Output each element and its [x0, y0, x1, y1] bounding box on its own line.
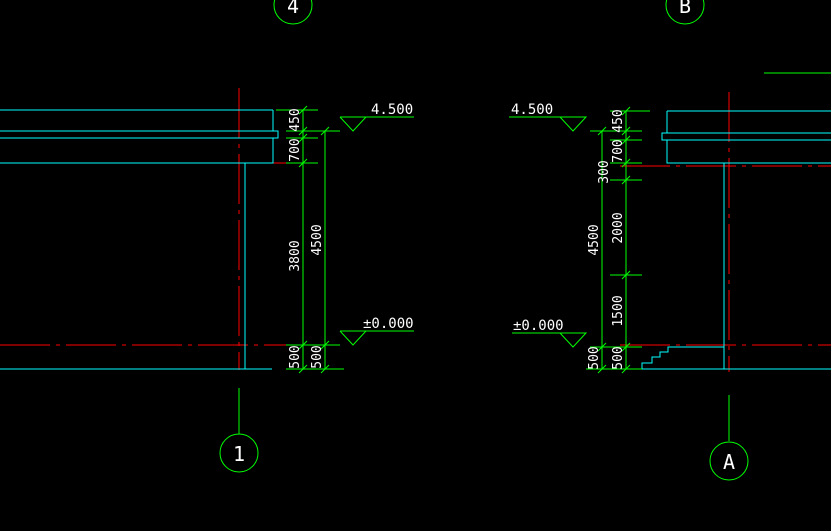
- left-tick-7: [320, 126, 330, 136]
- right-dim-450: 450: [611, 109, 626, 132]
- left-tick-2: [298, 126, 308, 136]
- grid-bubble-labels: 4 B 1 A: [233, 0, 735, 474]
- left-bottom-level-triangle: [339, 330, 368, 346]
- left-tick-3: [298, 133, 308, 143]
- right-top-level-triangle: [559, 116, 588, 132]
- left-top-level-label: 4.500: [371, 102, 413, 118]
- right-dim-500-b: 500: [611, 346, 626, 369]
- right-dimension-lines: [586, 106, 650, 374]
- right-tick-5: [621, 126, 631, 136]
- right-level-symbols: [509, 116, 588, 348]
- left-level-symbols: [339, 116, 414, 346]
- right-dim-500-a: 500: [587, 346, 602, 369]
- left-dimension-lines: [276, 105, 344, 374]
- right-tick-1: [597, 126, 607, 136]
- right-tick-3: [597, 364, 607, 374]
- right-dim-1500: 1500: [611, 295, 626, 326]
- right-steps: [641, 346, 724, 369]
- left-roof-right-edge: [244, 110, 279, 369]
- right-dim-300: 300: [597, 160, 612, 183]
- right-bottom-level-label: ±0.000: [513, 318, 564, 334]
- left-tick-5: [298, 340, 308, 350]
- left-bottom-level-label: ±0.000: [363, 316, 414, 332]
- right-tick-11: [621, 364, 631, 374]
- left-dim-700: 700: [288, 138, 303, 161]
- left-tick-9: [320, 364, 330, 374]
- right-roof-left-edge: [661, 111, 725, 369]
- right-tick-9: [621, 270, 631, 280]
- right-dim-700: 700: [611, 139, 626, 162]
- building-outline: [0, 109, 831, 370]
- right-tick-10: [621, 342, 631, 352]
- bubble-1-label: 1: [233, 442, 245, 466]
- left-dim-3800: 3800: [288, 240, 303, 271]
- bubble-b-label: B: [679, 0, 691, 18]
- right-level-labels: 4.500 ±0.000: [511, 102, 564, 334]
- left-dim-500-a: 500: [288, 345, 303, 368]
- bubble-b-circle: [665, 0, 705, 25]
- left-tick-8: [320, 340, 330, 350]
- left-dim-500-b: 500: [310, 345, 325, 368]
- left-level-labels: 4.500 ±0.000: [363, 102, 414, 332]
- left-top-level-triangle: [339, 116, 368, 132]
- left-dim-450: 450: [288, 108, 303, 131]
- right-tick-6: [621, 135, 631, 145]
- bubble-4-label: 4: [287, 0, 299, 18]
- right-tick-4: [621, 106, 631, 116]
- right-tick-2: [597, 342, 607, 352]
- left-tick-6: [298, 364, 308, 374]
- bubble-4-circle: [273, 0, 313, 25]
- right-tick-7: [621, 158, 631, 168]
- left-dimension-labels: 700 450 3800 500 4500 500: [288, 108, 325, 368]
- bubble-1-circle: [219, 433, 259, 473]
- right-bottom-level-triangle: [559, 332, 588, 348]
- grid-bubbles: [219, 0, 749, 481]
- right-dim-2000: 2000: [611, 212, 626, 243]
- right-dim-4500: 4500: [587, 224, 602, 255]
- left-dim-4500: 4500: [310, 224, 325, 255]
- right-dimension-labels: 4500 500 700 450 300 2000 1500 500: [587, 109, 626, 369]
- left-tick-4: [298, 158, 308, 168]
- bubble-a-label: A: [723, 450, 735, 474]
- bubble-a-circle: [709, 441, 749, 481]
- left-tick-1: [298, 105, 308, 115]
- right-tick-8: [621, 175, 631, 185]
- right-top-level-label: 4.500: [511, 102, 553, 118]
